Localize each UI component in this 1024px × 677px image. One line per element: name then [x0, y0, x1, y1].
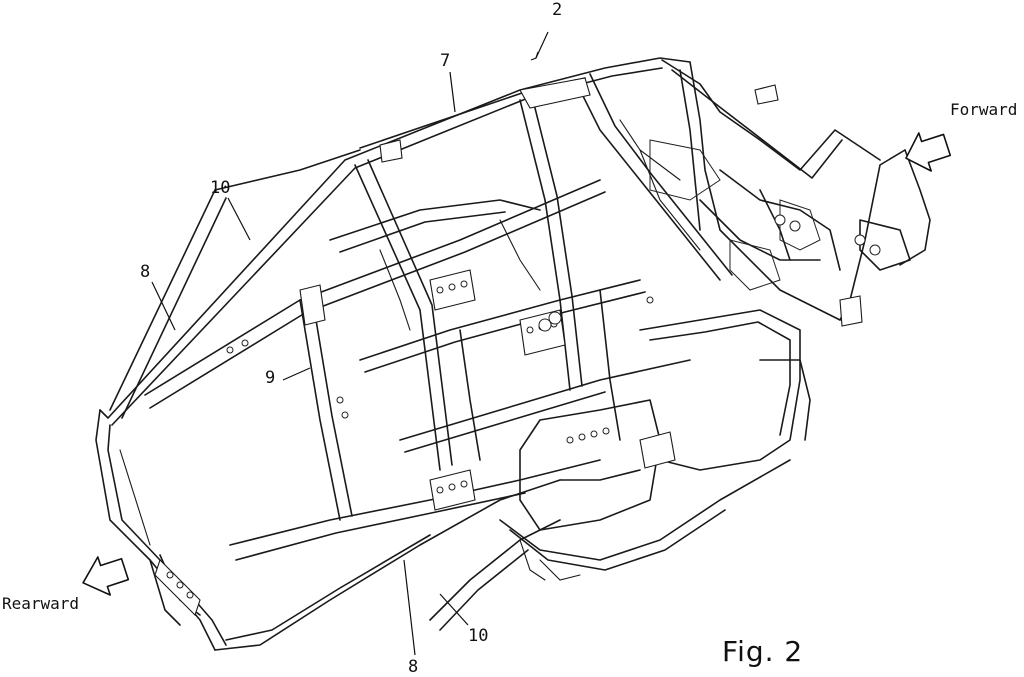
ref-label-9: 9 — [265, 370, 275, 387]
rearward-label: Rearward — [2, 596, 79, 612]
leader-8-lower — [404, 560, 415, 655]
leader-10-lower — [440, 594, 468, 625]
leader-7 — [450, 72, 455, 112]
ref-label-10-lower: 10 — [468, 628, 488, 645]
leader-10-upper — [228, 198, 250, 240]
forward-arrow — [900, 126, 953, 177]
side-members — [145, 180, 605, 560]
ref-label-2: 2 — [552, 2, 562, 19]
roof-frame — [100, 58, 930, 425]
front-cab-area — [620, 120, 910, 290]
cross-members — [330, 200, 690, 460]
brackets — [155, 78, 862, 615]
ref-label-8-lower: 8 — [408, 659, 418, 676]
ref-label-8-upper: 8 — [140, 264, 150, 281]
ref-label-7: 7 — [440, 53, 450, 70]
rearward-arrow — [77, 550, 131, 602]
leader-8-upper — [152, 282, 175, 330]
rear-cage — [96, 410, 560, 650]
forward-label: Forward — [950, 102, 1017, 118]
roll-bars — [110, 150, 560, 630]
leader-lines — [152, 32, 548, 655]
leader-2-arrowhead — [531, 52, 538, 60]
ref-label-10-upper: 10 — [210, 180, 230, 197]
figure-caption: Fig. 2 — [722, 638, 803, 666]
leader-9 — [283, 368, 310, 380]
